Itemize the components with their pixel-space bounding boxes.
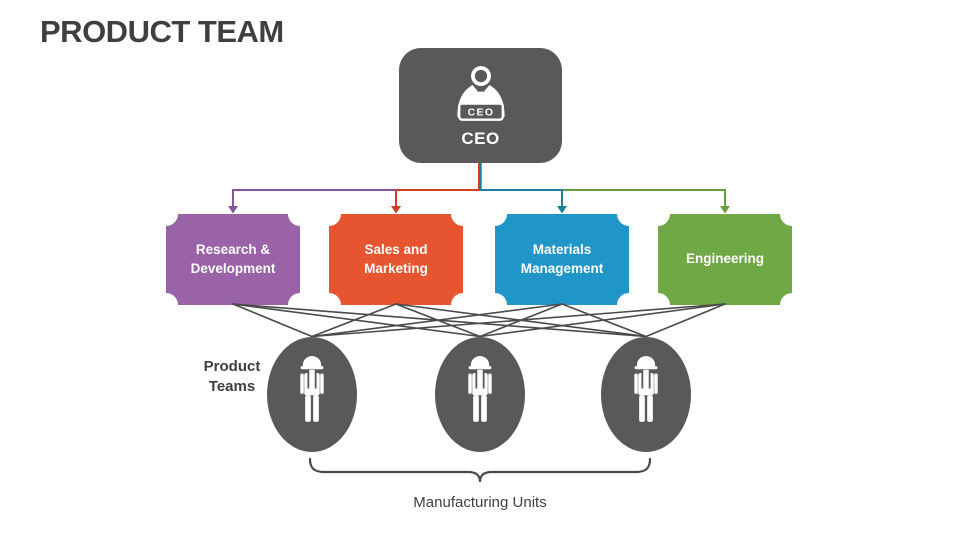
mesh-line [479, 303, 563, 338]
dept-label: Materials Management [520, 242, 604, 276]
team-circle-1 [267, 337, 357, 452]
product-teams-label: Product Teams [203, 358, 261, 395]
ceo-node: CEO CEO [399, 48, 562, 163]
team-circle-2 [435, 337, 525, 452]
manufacturing-brace [308, 457, 652, 483]
arrow-purple [228, 206, 238, 214]
dept-research-development: Research & Development [166, 214, 300, 305]
mesh-line [232, 303, 647, 338]
mesh-line [232, 303, 481, 338]
mesh-line [395, 303, 481, 338]
dept-materials-management: Materials Management [495, 214, 629, 305]
mesh-line [561, 303, 647, 338]
manufacturing-units-label: Manufacturing Units [413, 494, 547, 511]
mesh-line [311, 303, 397, 338]
mesh-line [479, 303, 726, 338]
mesh-line [645, 303, 726, 338]
dept-label: Research & Development [190, 242, 276, 276]
ceo-badge-text: CEO [467, 107, 494, 118]
dept-plaque-shape [495, 214, 629, 305]
dept-sales-marketing: Sales and Marketing [329, 214, 463, 305]
page-title: PRODUCT TEAM [40, 14, 284, 49]
ceo-label: CEO [461, 128, 500, 148]
arrow-teal [557, 206, 567, 214]
arrow-red [391, 206, 401, 214]
dept-label: Sales and Marketing [364, 242, 428, 276]
dept-label: Engineering [685, 251, 764, 267]
team-circle-3 [601, 337, 691, 452]
dept-plaque-shape [658, 214, 792, 305]
mesh-line [311, 303, 726, 338]
dept-plaque-shape [166, 214, 300, 305]
ceo-icon: CEO [456, 65, 505, 121]
mesh-line [395, 303, 647, 338]
dept-engineering: Engineering [658, 214, 792, 305]
dept-plaque-shape [329, 214, 463, 305]
arrow-green [720, 206, 730, 214]
mesh-line [232, 303, 313, 338]
mesh-line [311, 303, 563, 338]
